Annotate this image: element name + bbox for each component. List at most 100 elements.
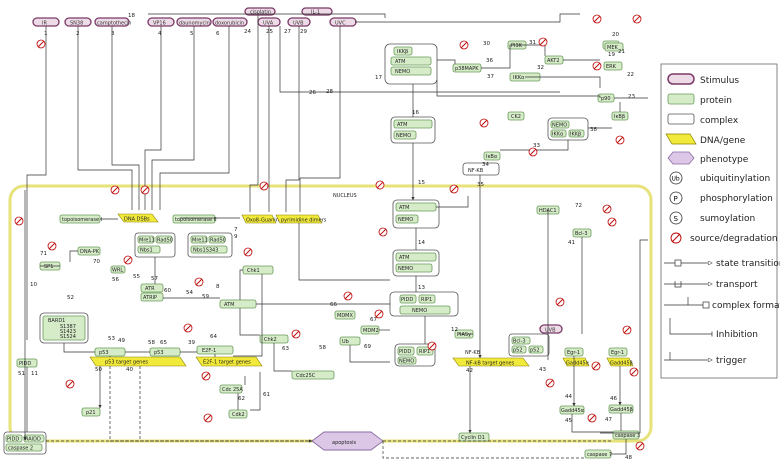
svg-text:46: 46 [610, 396, 617, 402]
legend-complex: complex [700, 116, 739, 126]
svg-text:49: 49 [118, 338, 125, 344]
p53-left-protein: p53 [94, 347, 126, 357]
gadd45a-protein: Gadd45α [559, 405, 585, 415]
ikb-protein: IκBα [483, 151, 501, 161]
caspase3-protein: caspase 3 [612, 430, 640, 440]
svg-text:RAIDD: RAIDD [25, 437, 41, 443]
svg-text:E2F-1 target genes: E2F-1 target genes [203, 360, 251, 366]
gadd45b-protein: Gadd45β [608, 404, 634, 414]
stimulus-cisplatin: cisplatin [244, 7, 276, 16]
svg-text:ATM: ATM [224, 302, 234, 308]
svg-text:ATM: ATM [395, 59, 405, 65]
stim-num-27: 27 [284, 29, 291, 35]
mdm2-protein: MDM2 [360, 325, 380, 335]
gene-oxo8-guanine: Oxo8-Guanine [241, 214, 282, 224]
ikba-protein: IκBβ [611, 111, 629, 121]
nbs1-left-protein: Nbs1 [137, 245, 161, 254]
svg-text:daunomycin: daunomycin [179, 21, 210, 27]
svg-text:44: 44 [565, 394, 572, 400]
stim-num-25: 25 [266, 29, 273, 35]
gene-pyrimidine-dimers: pyrimidine dimers [275, 214, 327, 224]
svg-text:58: 58 [148, 340, 155, 346]
atm-lower-protein: ATM [395, 252, 437, 262]
legend-transport: transport [716, 280, 758, 290]
stim-num-6: 6 [216, 31, 220, 37]
apoptosis-label: apoptosis [332, 440, 356, 446]
gene-gadd45a: Gadd45α [562, 357, 590, 367]
svg-text:18: 18 [128, 13, 135, 19]
svg-text:IKKα: IKKα [513, 75, 525, 81]
svg-text:NEMO: NEMO [398, 266, 413, 272]
svg-text:IKKα: IKKα [552, 132, 564, 138]
pidd-upper-protein: PIDD [399, 294, 417, 304]
svg-text:Chk2: Chk2 [264, 337, 277, 343]
svg-text:BARD1: BARD1 [48, 318, 65, 324]
svg-text:Rad50: Rad50 [157, 238, 173, 244]
svg-text:45: 45 [565, 418, 572, 424]
mre11-left-protein: Mre11 [137, 235, 155, 244]
svg-text:doxorubicin: doxorubicin [215, 21, 244, 27]
legend-dna: DNA/gene [700, 136, 746, 146]
svg-text:64: 64 [210, 334, 217, 340]
svg-text:60: 60 [164, 288, 171, 294]
legend-state: state transition [716, 259, 780, 269]
nemo-complex-protein: NEMO [399, 305, 451, 315]
svg-text:p53 target genes: p53 target genes [105, 360, 148, 366]
cdk2-protein: Cdk2 [228, 409, 248, 419]
nucleus-label: NUCLEUS [333, 193, 357, 199]
svg-text:NEMO: NEMO [399, 359, 414, 365]
legend-phenotype: phenotype [700, 155, 749, 165]
stimulus-doxorubicin: doxorubicin [212, 17, 248, 27]
svg-text:69: 69 [364, 344, 371, 350]
svg-text:48: 48 [625, 455, 632, 461]
nemo-nucleus-protein: NEMO [395, 214, 419, 224]
mek-protein: MEK [604, 42, 624, 52]
svg-text:Ub: Ub [672, 176, 680, 183]
svg-text:UVB: UVB [293, 21, 304, 27]
svg-text:SP1: SP1 [44, 264, 53, 270]
svg-text:12: 12 [451, 327, 458, 333]
svg-text:camptothecin: camptothecin [97, 21, 131, 27]
stim-num-29: 29 [300, 29, 307, 35]
svg-text:21: 21 [618, 49, 625, 55]
legend-stimulus: Stimulus [700, 76, 739, 86]
legend: Stimulus protein complex DNA/gene phenot… [660, 63, 780, 379]
svg-text:Bcl-3: Bcl-3 [513, 339, 526, 345]
rad50-left-protein: Rad50 [155, 235, 173, 244]
legend-complex-formation: complex formation [712, 301, 780, 311]
topoisomerase-ii-protein: topoisomerase II [172, 214, 217, 224]
p90-protein: p90 [597, 93, 615, 103]
svg-text:14: 14 [418, 240, 425, 246]
svg-text:36: 36 [486, 58, 493, 64]
stimulus-sn38: SN38 [64, 17, 92, 27]
svg-text:S: S [674, 215, 679, 223]
svg-text:pyrimidine dimers: pyrimidine dimers [281, 218, 327, 224]
nemo-lower-protein: NEMO [395, 263, 433, 273]
svg-text:ATRIP: ATRIP [143, 295, 157, 301]
stim-num-24: 24 [244, 29, 251, 35]
legend-degradation: source/degradation [690, 234, 778, 244]
stimulus-vp16: VP16 [147, 17, 175, 27]
svg-text:9: 9 [234, 234, 238, 240]
legend-s: sumoylation [700, 214, 755, 224]
svg-text:caspase 2: caspase 2 [8, 446, 33, 452]
svg-text:S1387: S1387 [60, 324, 76, 330]
svg-text:71: 71 [40, 251, 47, 257]
svg-text:8: 8 [216, 284, 220, 290]
svg-text:CK2: CK2 [511, 114, 521, 120]
svg-text:p52: p52 [530, 348, 540, 354]
svg-text:Rad50: Rad50 [210, 238, 226, 244]
svg-text:22: 22 [627, 72, 634, 78]
svg-text:35: 35 [477, 182, 484, 188]
svg-text:31: 31 [529, 40, 536, 46]
egr1-left-protein: Egr-1 [564, 347, 584, 357]
svg-text:42: 42 [466, 368, 473, 374]
svg-text:72: 72 [575, 203, 582, 209]
chk2-protein: Chk2 [259, 334, 289, 344]
svg-text:IκBα: IκBα [486, 154, 498, 160]
svg-text:Cdc 25A: Cdc 25A [222, 387, 243, 393]
svg-text:NEMO: NEMO [552, 123, 567, 129]
svg-text:NEMO: NEMO [396, 133, 411, 139]
